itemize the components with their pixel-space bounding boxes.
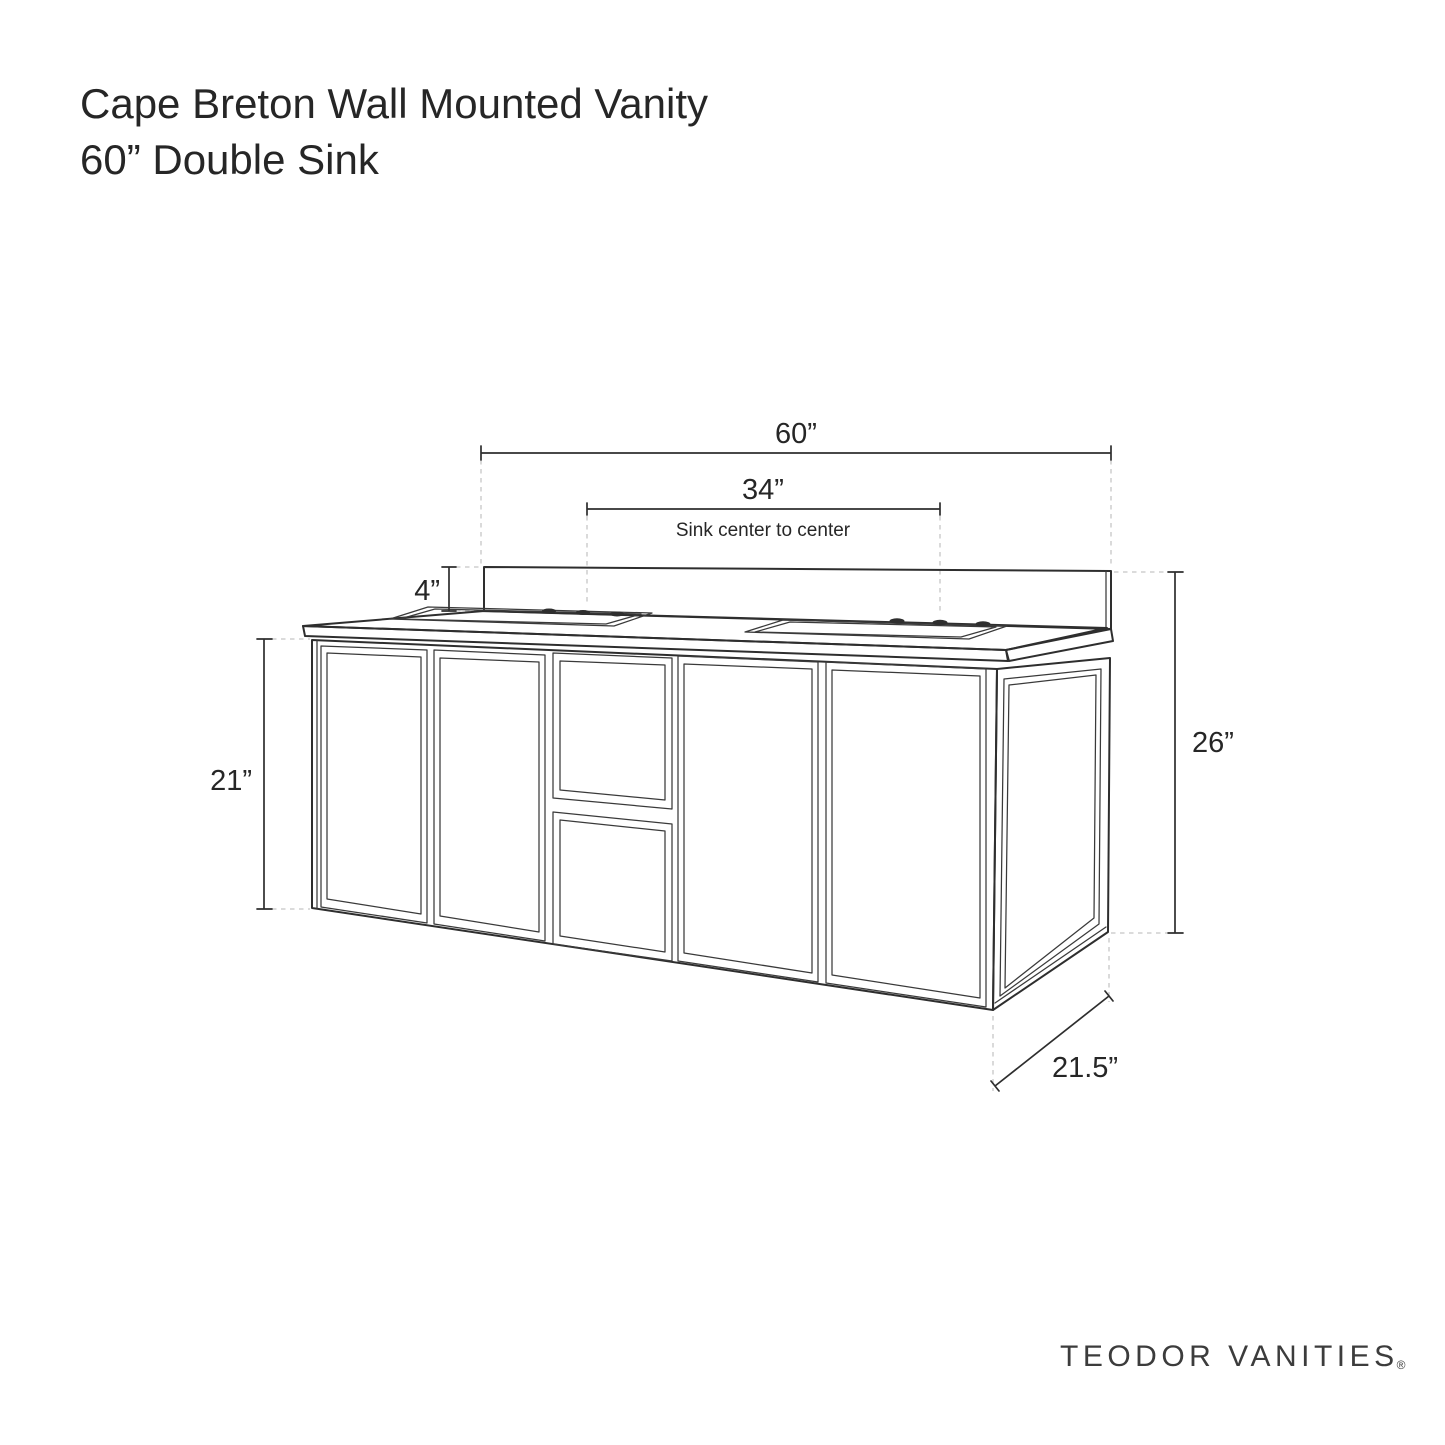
- dim-depth-line: [990, 990, 1114, 1092]
- dim-overall-height-line: [1167, 571, 1184, 934]
- faucet-hole-icon: [932, 619, 948, 626]
- registered-mark-icon: ®: [1396, 1358, 1406, 1372]
- door-4: [825, 661, 987, 1008]
- dim-sink-spacing-line: [586, 502, 941, 516]
- door-3-edge: [677, 655, 819, 983]
- sink-left-rim: [389, 606, 653, 627]
- door-4-edge: [825, 661, 987, 1008]
- cabinet: [311, 639, 1111, 1011]
- dim-overall-height: 26”: [1167, 571, 1234, 934]
- countertop: [302, 610, 1114, 662]
- side-panel: [992, 657, 1111, 1011]
- dim-depth: 21.5”: [990, 990, 1118, 1092]
- drawer-bottom-edge: [552, 811, 673, 962]
- dim-sink-spacing: 34” Sink center to center: [586, 474, 941, 541]
- dim-width-label: 60”: [775, 418, 817, 450]
- dim-backsplash-height: 4”: [414, 566, 457, 612]
- dim-backsplash-height-line: [441, 566, 457, 612]
- dim-width-line: [480, 445, 1112, 461]
- door-1-panel: [326, 652, 422, 915]
- dim-backsplash-height-label: 4”: [414, 575, 440, 607]
- door-3-panel: [683, 663, 813, 974]
- sink-left-basin-edge: [399, 608, 642, 625]
- sink-right: [744, 618, 1008, 640]
- title-block: Cape Breton Wall Mounted Vanity 60” Doub…: [80, 76, 708, 188]
- dim-sink-spacing-label: 34”: [742, 474, 784, 506]
- door-2: [433, 649, 546, 942]
- door-1-edge: [320, 645, 428, 924]
- sink-left: [389, 606, 653, 627]
- door-2-panel: [439, 657, 540, 933]
- door-1: [320, 645, 428, 924]
- dim-cabinet-height-line: [256, 638, 273, 910]
- sink-right-basin-edge: [754, 621, 997, 638]
- door-4-panel: [831, 669, 981, 999]
- side-panel-frame: [999, 668, 1102, 997]
- faucet-hole-icon: [542, 608, 556, 614]
- cabinet-front-outline: [311, 639, 998, 1011]
- side-panel-outline: [992, 657, 1111, 1011]
- brand-logo-text: TEODOR VANITIES: [1060, 1340, 1399, 1373]
- dim-cabinet-height-label: 21”: [210, 765, 252, 797]
- drawer-bottom: [552, 811, 673, 962]
- faucet-hole-icon: [610, 611, 624, 617]
- dim-cabinet-height: 21”: [210, 638, 273, 910]
- sink-right-rim: [744, 619, 1008, 640]
- door-3: [677, 655, 819, 983]
- dim-sink-spacing-note: Sink center to center: [676, 520, 851, 541]
- product-title-line1: Cape Breton Wall Mounted Vanity: [80, 80, 708, 127]
- faucet-hole-icon: [889, 618, 905, 624]
- drawer-top-panel: [559, 660, 666, 801]
- product-title-line2: 60” Double Sink: [80, 136, 379, 183]
- drawer-top: [552, 652, 673, 810]
- dim-depth-label: 21.5”: [1052, 1052, 1118, 1084]
- faucet-hole-icon: [576, 610, 590, 615]
- drawer-top-edge: [552, 652, 673, 810]
- countertop-right-face: [1005, 628, 1114, 662]
- brand-logo: TEODOR VANITIES®: [1060, 1340, 1408, 1374]
- faucet-hole-icon: [975, 621, 991, 627]
- dashed-guides: [272, 460, 1167, 1091]
- door-2-edge: [433, 649, 546, 942]
- side-panel-bottom-rim: [994, 926, 1107, 1004]
- drawer-bottom-panel: [559, 819, 666, 953]
- dim-width: 60”: [480, 418, 1112, 461]
- side-panel-bevel: [1004, 674, 1097, 989]
- dim-overall-height-label: 26”: [1192, 727, 1234, 759]
